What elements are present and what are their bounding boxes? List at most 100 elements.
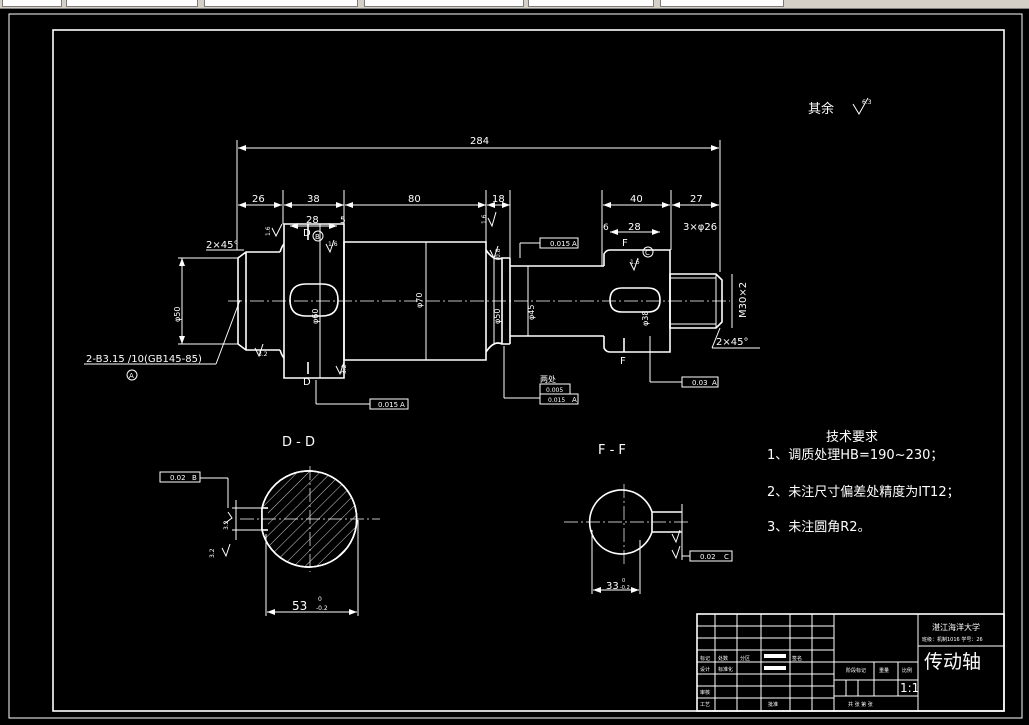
- tech-req-item-3: 3、未注圆角R2。: [767, 520, 871, 535]
- toolbar-field-2[interactable]: [66, 0, 198, 7]
- svg-text:3.2: 3.2: [258, 351, 268, 358]
- svg-text:1.6: 1.6: [630, 259, 640, 266]
- tb-approve: 批准: [768, 701, 778, 708]
- tb-scale: 1:1: [900, 681, 919, 695]
- title-block: 标记 处数 分区 签名 设计 标准化 审核 工艺 批准 阶段标记 重量 比例 1…: [696, 613, 1005, 712]
- dim-phi45: φ45: [527, 305, 536, 320]
- svg-text:B: B: [192, 474, 197, 482]
- cad-drawing-canvas[interactable]: 其余 6.3 284: [0, 8, 1029, 725]
- outer-frame: [8, 13, 1023, 719]
- tech-req-title: 技术要求: [826, 430, 878, 445]
- dim-26: 26: [252, 194, 265, 205]
- svg-text:0: 0: [622, 578, 625, 584]
- roughness-mark-icon: [271, 223, 283, 238]
- section-f-bottom: F: [620, 356, 626, 367]
- roughness-mark-icon: [325, 239, 335, 254]
- tb-mark: 标记: [700, 655, 710, 662]
- roughness-mark-icon: [487, 211, 497, 228]
- datum-b-circle-icon: [312, 230, 324, 242]
- section-d-bottom: D: [303, 377, 311, 388]
- svg-text:C: C: [724, 553, 729, 561]
- svg-text:A: A: [400, 401, 405, 409]
- section-dd-view: D - D 3.2 3.2 0.02 B 53 0 -0.2: [159, 435, 380, 616]
- svg-text:1.6: 1.6: [481, 214, 488, 224]
- section-d-top: D: [303, 228, 311, 239]
- shaft-main-view: [228, 223, 730, 379]
- tol-frame-2: 0.015: [378, 401, 398, 409]
- roughness-mark-icon: [629, 257, 639, 272]
- segment-phi70: [343, 241, 487, 361]
- svg-text:A: A: [712, 379, 717, 387]
- section-dd-title: D - D: [282, 435, 315, 450]
- tb-scale-label: 比例: [902, 667, 912, 674]
- toolbar-field-1[interactable]: [2, 0, 62, 7]
- section-dd-dim: 53: [292, 599, 307, 613]
- toolbar-field-4[interactable]: [364, 0, 524, 7]
- tb-process: 工艺: [700, 702, 710, 708]
- tol-frame-dd: 0.02: [170, 474, 186, 482]
- tol-frame-3: 0.005: [546, 387, 563, 394]
- both-sides-note: 两处: [540, 374, 556, 384]
- datum-c-circle-icon: [642, 246, 654, 258]
- tb-zone: 分区: [740, 655, 750, 662]
- toolbar-strip: [0, 0, 1029, 9]
- roughness-mark-icon: [335, 361, 345, 376]
- tol-frame-4: 0.015: [548, 397, 565, 404]
- section-markers: D D F F B C: [303, 224, 654, 388]
- datum-b-label: B: [315, 233, 320, 241]
- dim-27: 27: [690, 194, 703, 205]
- dim-6: 6: [603, 223, 609, 233]
- tb-school: 湛江海洋大学: [932, 622, 980, 632]
- keyway-d: [289, 283, 339, 317]
- dim-38: 38: [307, 194, 320, 205]
- dim-chamfer-left: 2×45°: [206, 240, 238, 251]
- dim-phi38: φ38: [641, 311, 650, 326]
- dim-28a: 28: [306, 215, 319, 226]
- roughness-mark-icon: [254, 343, 264, 358]
- dim-chamfer-right: 2×45°: [716, 337, 748, 348]
- dim-thread-relief: 3×φ26: [683, 222, 717, 233]
- tb-weight: 重量: [879, 667, 889, 674]
- svg-text:3.2: 3.2: [209, 548, 216, 558]
- toolbar-field-6[interactable]: [660, 0, 784, 7]
- svg-text:1.6: 1.6: [328, 241, 338, 248]
- svg-text:0.8: 0.8: [495, 248, 502, 258]
- section-f-top: F: [622, 238, 628, 249]
- toolbar-field-3[interactable]: [204, 0, 358, 7]
- tb-sign: 签名: [792, 655, 802, 662]
- dim-thread: M30×2: [738, 282, 749, 318]
- section-ff-view: F - F 0.02 C 33 0 -0.2: [564, 443, 733, 594]
- roughness-mark-icon: [221, 511, 233, 558]
- tb-stage: 阶段标记: [846, 667, 866, 674]
- svg-text:1.6: 1.6: [265, 226, 272, 236]
- dim-phi70: φ70: [415, 293, 424, 308]
- dimensions: 284 26 38 80 18 40 27 28 5 28 6 3×φ26 2×…: [84, 136, 760, 381]
- tb-sheets: 共 张 第 张: [848, 701, 873, 708]
- segment-phi50-left: [237, 251, 280, 351]
- datum-c-label: C: [645, 249, 650, 257]
- segment-phi45: [510, 265, 604, 337]
- dim-overall: 284: [470, 136, 489, 147]
- section-ff-title: F - F: [598, 443, 626, 458]
- svg-text:6.3: 6.3: [862, 99, 872, 106]
- tb-class-info: 班级：机制1016 学号：26: [922, 636, 983, 643]
- keyway-f: [609, 287, 661, 313]
- tb-standard: 标准化: [718, 666, 733, 673]
- roughness-symbol-icon: 6.3: [852, 97, 872, 115]
- tb-check: 审核: [700, 689, 710, 696]
- inner-frame: [52, 29, 1005, 712]
- datum-a-circle-icon: [126, 369, 138, 381]
- tol-frame-ff: 0.02: [700, 553, 716, 561]
- svg-text:A: A: [572, 396, 577, 404]
- roughness-other-label: 其余: [808, 101, 834, 117]
- dim-phi50-right: φ50: [493, 309, 502, 324]
- roughness-mark-icon: [489, 245, 499, 260]
- dim-40: 40: [630, 194, 643, 205]
- svg-text:3.2: 3.2: [341, 364, 348, 374]
- segment-phi50-right: [501, 258, 511, 344]
- tolerance-frames: 0.015 A 0.015 A 两处 0.005 0.015 A 0.03 A: [315, 237, 719, 410]
- dim-phi60: φ60: [311, 309, 320, 324]
- roughness-mark-icon: [671, 529, 681, 560]
- toolbar-field-5[interactable]: [528, 0, 654, 7]
- tol-frame-5: 0.03: [692, 379, 708, 387]
